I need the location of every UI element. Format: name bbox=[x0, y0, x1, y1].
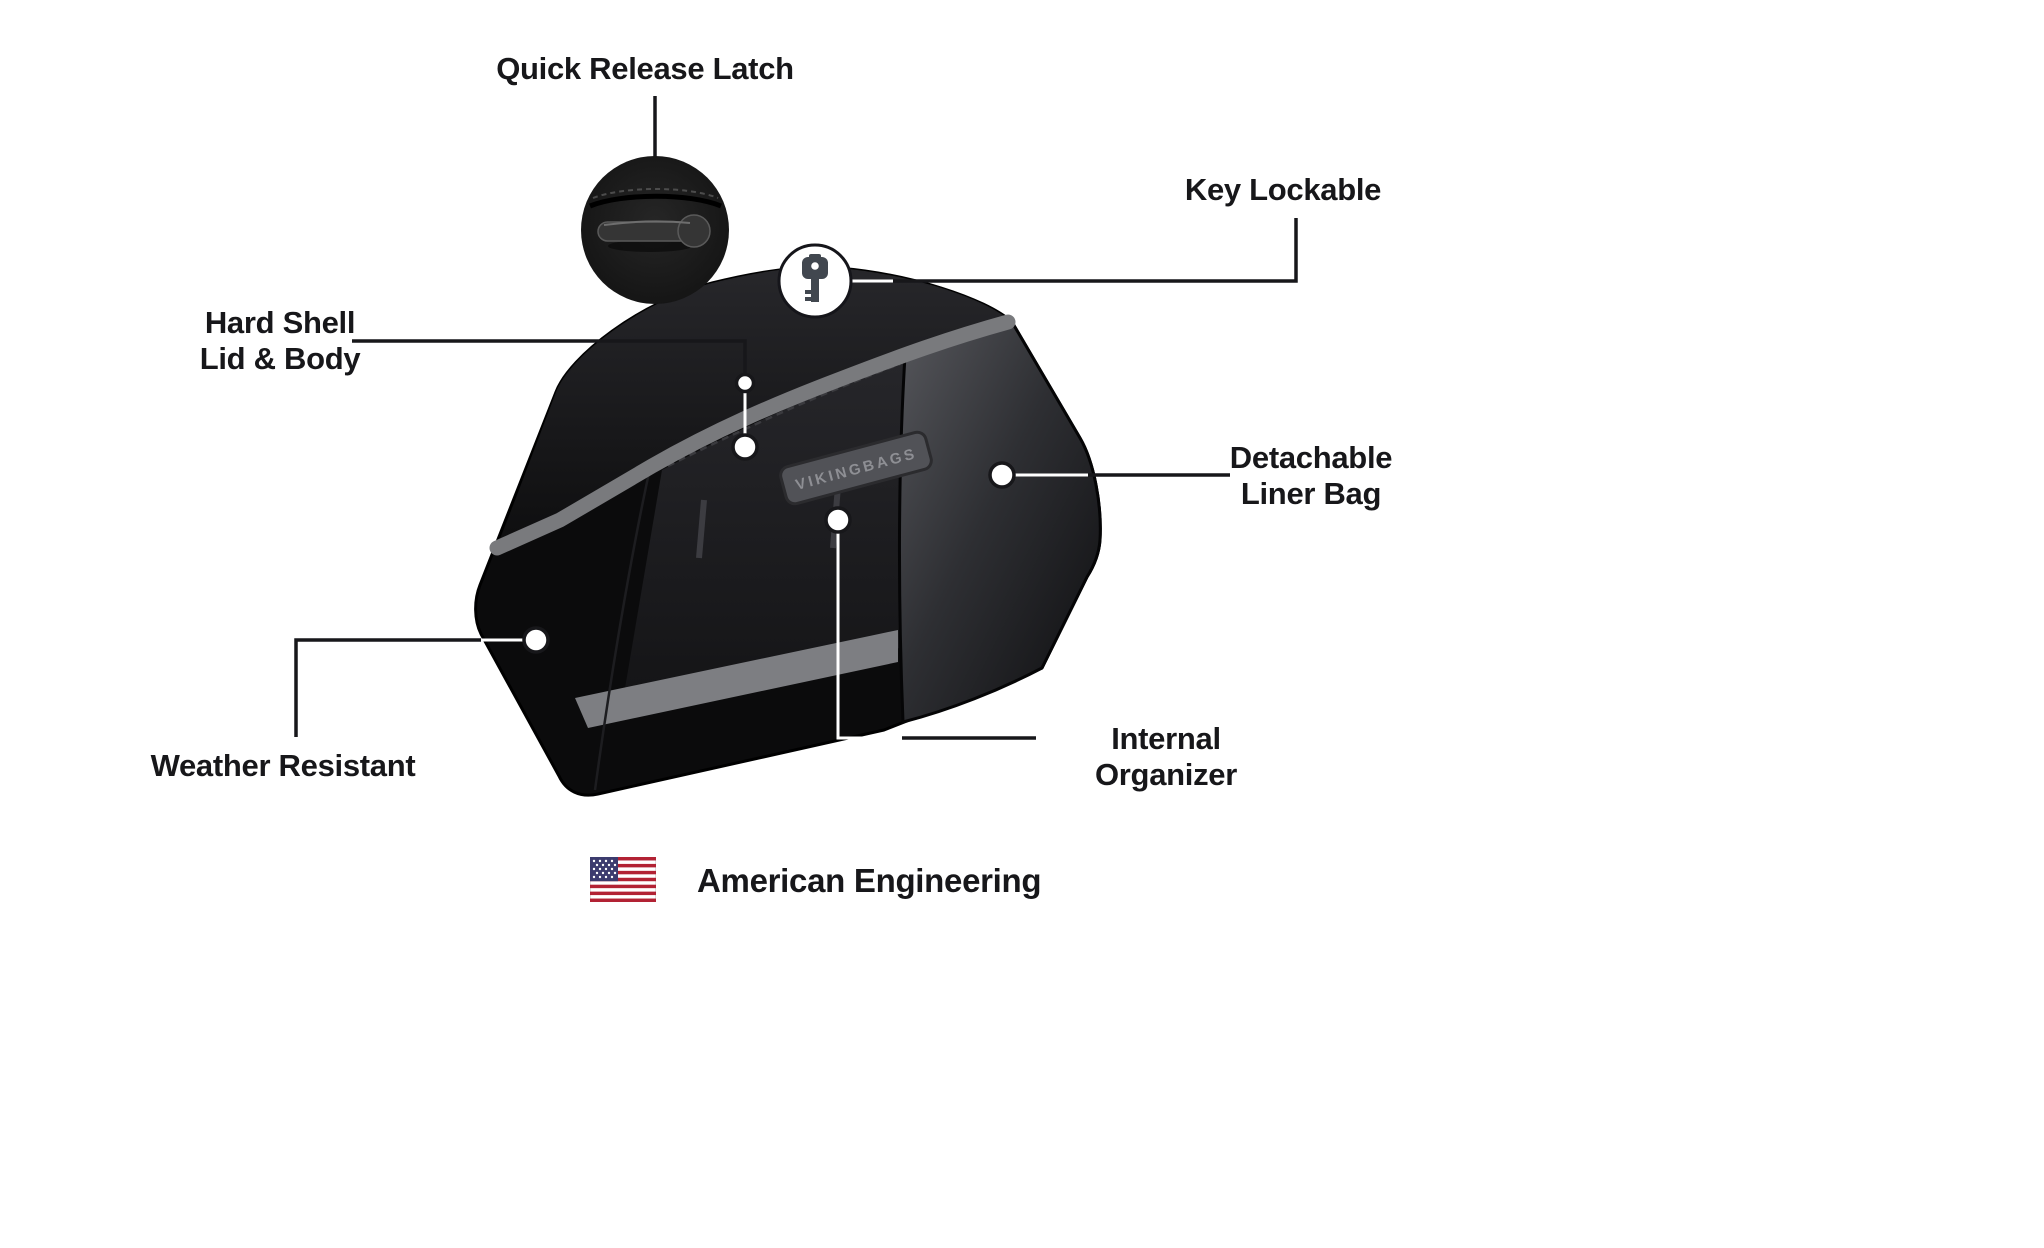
callout-line-key-lockable bbox=[893, 218, 1298, 283]
label-weather-resistant: Weather Resistant bbox=[150, 748, 416, 783]
callout-dot-hard-shell-small bbox=[734, 372, 756, 394]
interior-bottom-band bbox=[575, 630, 898, 728]
key-lock-callout bbox=[777, 243, 853, 319]
callout-line-hard-shell bbox=[352, 339, 747, 380]
bag-right-cap bbox=[897, 320, 1102, 724]
label-american-engineering: American Engineering bbox=[697, 862, 1042, 899]
latch-seam-stitching bbox=[592, 188, 719, 199]
callout-dots bbox=[522, 372, 1016, 654]
callout-dot-hard-shell bbox=[731, 433, 759, 461]
callout-dot-weather bbox=[522, 626, 550, 654]
latch-seam bbox=[589, 193, 722, 209]
callout-dot-detachable bbox=[988, 461, 1016, 489]
front-crease bbox=[593, 467, 652, 791]
latch-handle-highlight bbox=[603, 220, 691, 226]
callout-dot-internal bbox=[824, 506, 852, 534]
callout-lines-light bbox=[481, 279, 1088, 740]
callout-lines bbox=[294, 96, 1298, 740]
key-icon bbox=[802, 254, 828, 302]
latch-handle-shadow bbox=[608, 240, 692, 252]
label-quick-release-latch: Quick Release Latch bbox=[496, 51, 794, 86]
bag-illustration: VIKINGBAGS bbox=[474, 265, 1102, 797]
label-detachable-liner-bag: Detachable Liner Bag bbox=[1229, 440, 1393, 511]
label-internal-organizer: Internal Organizer bbox=[1094, 721, 1237, 792]
bag-interior bbox=[622, 360, 903, 706]
callout-line-internal-light bbox=[836, 531, 902, 740]
interior-strap bbox=[696, 499, 707, 559]
us-flag-icon bbox=[589, 856, 657, 903]
lid-accent-stripe bbox=[489, 314, 1016, 556]
latch-handle-knob bbox=[677, 214, 711, 248]
label-hard-shell-lid-body: Hard Shell Lid & Body bbox=[199, 305, 361, 376]
latch-detail-icon bbox=[581, 156, 729, 304]
callout-line-weather bbox=[294, 638, 481, 737]
label-key-lockable: Key Lockable bbox=[1184, 172, 1382, 207]
